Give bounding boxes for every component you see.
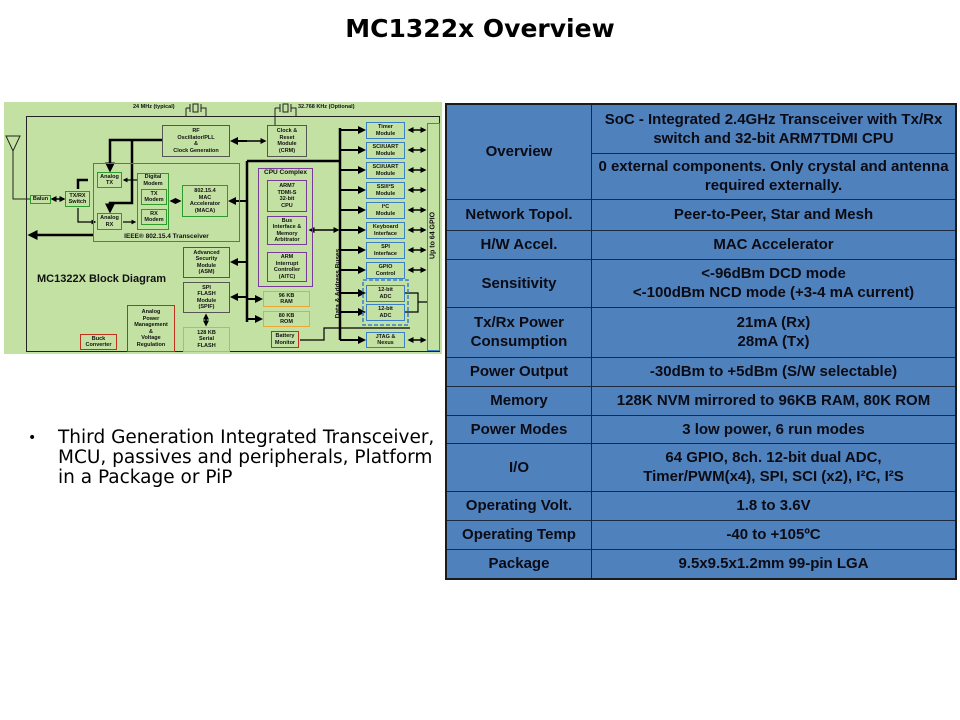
table-row: Power Output-30dBm to +5dBm (S/W selecta… [445,356,957,387]
row-label: Sensitivity [445,258,592,308]
row-label: Memory [445,385,592,416]
transceiver-block: IEEE® 802.15.4 Transceiver [93,163,240,242]
row-value: Peer-to-Peer, Star and Mesh [591,198,957,231]
slide-title: MC1322x Overview [345,14,615,43]
row-label: Tx/Rx Power Consumption [445,306,592,358]
peripheral-jtag: JTAG & Nexus [366,332,405,348]
row-label: Power Modes [445,414,592,444]
row-value: MAC Accelerator [591,229,957,260]
buck-converter-block: Buck Converter [80,334,117,350]
row-value: -30dBm to +5dBm (S/W selectable) [591,356,957,387]
maca-block: 802.15.4 MAC Accelerator (MACA) [182,185,228,217]
bullet-dot-icon: • [28,430,37,446]
row-label: Overview [445,103,592,200]
diagram-title: MC1322X Block Diagram [37,273,166,285]
peripheral-adc-1: 12-bit ADC [366,285,405,302]
rx-modem-block: RX Modem [141,209,167,225]
crystal-24mhz-label: 24 MHz (typical) [133,104,175,110]
table-row: Operating Temp-40 to +105ºC [445,519,957,550]
row-label: Operating Temp [445,519,592,550]
peripheral-spi: SPI Interface [366,242,405,259]
rom-block: 80 KB ROM [263,311,310,327]
aitc-block: ARM Interrupt Controller (AITC) [267,252,307,282]
bullet-text: Third Generation Integrated Transceiver,… [58,427,435,488]
row-value: 3 low power, 6 run modes [591,414,957,444]
transceiver-label: IEEE® 802.15.4 Transceiver [124,232,209,240]
row-label: H/W Accel. [445,229,592,260]
asm-block: Advanced Security Module (ASM) [183,247,230,278]
row-value: -40 to +105ºC [591,519,957,550]
row-value: 21mA (Rx) 28mA (Tx) [591,306,957,358]
bus-interface-block: Bus Interface & Memory Arbitrator [267,216,307,245]
peripheral-gpio: GPIO Control [366,262,405,279]
arm-cpu-block: ARM7 TDMI-S 32-bit CPU [267,180,307,212]
row-value: <-96dBm DCD mode <-100dBm NCD mode (+3-4… [591,258,957,308]
tx-modem-block: TX Modem [141,189,167,205]
rf-oscillator-block: RF Oscillator/PLL & Clock Generation [162,125,230,157]
balun-block: Balun [30,195,51,204]
gpio-bar [427,123,440,351]
row-value: 64 GPIO, 8ch. 12-bit dual ADC, Timer/PWM… [591,442,957,492]
row-label: Package [445,548,592,580]
power-management-block: Analog Power Management & Voltage Regula… [127,305,175,352]
spec-table: Overview SoC - Integrated 2.4GHz Transce… [445,103,957,580]
clock-reset-block: Clock & Reset Module (CRM) [267,125,307,157]
analog-tx-block: Analog TX [97,172,122,188]
buses-label: Data & Address Buses [334,248,342,319]
table-row: Overview SoC - Integrated 2.4GHz Transce… [445,103,957,200]
row-value: 0 external components. Only crystal and … [591,152,957,200]
table-row: H/W Accel.MAC Accelerator [445,229,957,260]
peripheral-timer: Timer Module [366,122,405,139]
cpu-complex-block: CPU Complex [258,168,313,287]
row-label: Operating Volt. [445,490,592,521]
row-label: Network Topol. [445,198,592,231]
ram-block: 96 KB RAM [263,291,310,307]
tx-rx-switch-block: TX/RX Switch [65,191,90,207]
serial-flash-block: 128 KB Serial FLASH [183,327,230,352]
peripheral-ssi-i2s: SSI/I²S Module [366,182,405,199]
row-label: Power Output [445,356,592,387]
row-value: 1.8 to 3.6V [591,490,957,521]
row-label: I/O [445,442,592,492]
row-value: 128K NVM mirrored to 96KB RAM, 80K ROM [591,385,957,416]
spif-block: SPI FLASH Module (SPIF) [183,282,230,313]
crystal-32khz-label: 32.768 KHz (Optional) [298,104,355,110]
row-value: SoC - Integrated 2.4GHz Transceiver with… [591,103,957,154]
table-row: Operating Volt.1.8 to 3.6V [445,490,957,521]
cpu-complex-label: CPU Complex [264,169,307,176]
table-row: Sensitivity<-96dBm DCD mode <-100dBm NCD… [445,258,957,308]
bullet-item: • Third Generation Integrated Transceive… [28,428,438,488]
peripheral-adc-2: 12-bit ADC [366,304,405,321]
peripheral-keyboard: Keyboard Interface [366,222,405,239]
peripheral-i2c: I²C Module [366,202,405,219]
table-row: Network Topol.Peer-to-Peer, Star and Mes… [445,198,957,231]
peripheral-sci-uart-2: SCI/UART Module [366,162,405,179]
peripheral-sci-uart-1: SCI/UART Module [366,142,405,159]
row-value: 9.5x9.5x1.2mm 99-pin LGA [591,548,957,580]
battery-monitor-block: Battery Monitor [271,331,299,348]
analog-rx-block: Analog RX [97,213,122,230]
gpio-bar-label: Up to 64 GPIO [429,211,437,260]
